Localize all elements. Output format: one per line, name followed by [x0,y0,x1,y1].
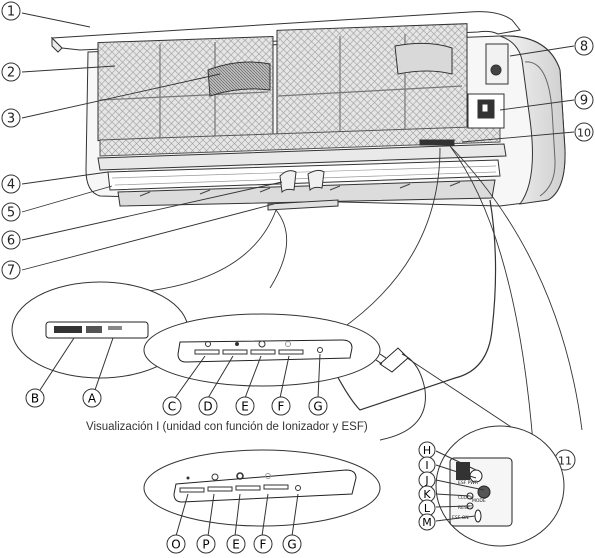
numbered-callouts: 1 2 3 4 5 6 7 8 9 10 11 [1,1,594,471]
callout-C: C [162,396,182,416]
svg-text:C: C [168,400,176,414]
callout-2: 2 [1,62,21,82]
svg-text:G: G [313,400,322,414]
callout-F2: F [253,534,273,554]
svg-text:K: K [423,488,431,501]
callout-M: M [418,513,436,531]
callout-7: 7 [1,260,21,280]
svg-text:E: E [232,538,240,552]
special-filter [207,61,271,97]
svg-text:E: E [241,400,249,414]
power-plug [375,347,426,441]
callout-1: 1 [1,1,21,21]
callout-P: P [196,534,216,554]
callout-E: E [235,396,255,416]
svg-text:9: 9 [580,94,588,109]
svg-text:2: 2 [7,66,15,81]
callout-G2: G [282,534,302,554]
svg-text:8: 8 [580,40,588,55]
figure-caption: Visualización I (unidad con función de I… [86,421,368,433]
callout-3: 3 [1,108,21,128]
power-cord [334,199,497,411]
callout-I: I [418,456,436,474]
leader-lines [21,12,583,471]
svg-text:A: A [88,392,97,406]
detail-control-panel: C D E F G [143,313,381,416]
svg-text:CLOCK: CLOCK [458,495,474,501]
svg-text:M: M [422,516,432,529]
svg-text:6: 6 [7,234,15,249]
horizontal-louver [107,159,501,191]
callout-A: A [82,388,102,408]
svg-text:10: 10 [577,127,591,140]
svg-text:7: 7 [7,264,15,279]
callout-9: 9 [574,90,594,110]
callout-D: D [198,396,218,416]
callout-4: 4 [1,174,21,194]
air-filter-right [276,23,468,135]
svg-text:3: 3 [7,112,15,127]
esf-box [485,43,509,85]
callout-8: 8 [574,36,594,56]
svg-text:J: J [424,474,428,487]
svg-text:B: B [31,392,39,406]
svg-text:1: 1 [7,5,15,20]
svg-text:H: H [423,444,431,457]
svg-text:F: F [278,400,285,414]
callout-O: O [166,534,186,554]
callout-H: H [418,441,436,459]
svg-text:O: O [171,538,180,552]
svg-text:L: L [424,502,431,515]
detail-control-panel-ionizer: O P E F G [143,449,381,554]
svg-text:I: I [425,459,428,472]
callout-F: F [271,396,291,416]
callout-6: 6 [1,230,21,250]
indoor-unit [50,11,566,211]
svg-text:G: G [287,538,296,552]
display-strip [267,199,339,211]
callout-B: B [25,388,45,408]
svg-text:11: 11 [558,455,572,468]
svg-text:MODE: MODE [472,498,486,504]
air-outlet [117,179,496,207]
svg-text:F: F [260,538,267,552]
svg-text:5: 5 [7,206,15,221]
callout-5: 5 [1,202,21,222]
svg-text:RESET: RESET [458,505,473,511]
svg-text:ESF PWR: ESF PWR [458,480,478,486]
svg-text:D: D [203,400,212,414]
callout-10: 10 [574,122,594,142]
svg-text:4: 4 [7,178,15,193]
callout-E2: E [226,534,246,554]
detail-side-panel: ESF PWR CLOCK MODE RESET ESF ON H I J K … [418,425,565,547]
svg-text:P: P [202,538,209,552]
callout-G: G [308,396,328,416]
